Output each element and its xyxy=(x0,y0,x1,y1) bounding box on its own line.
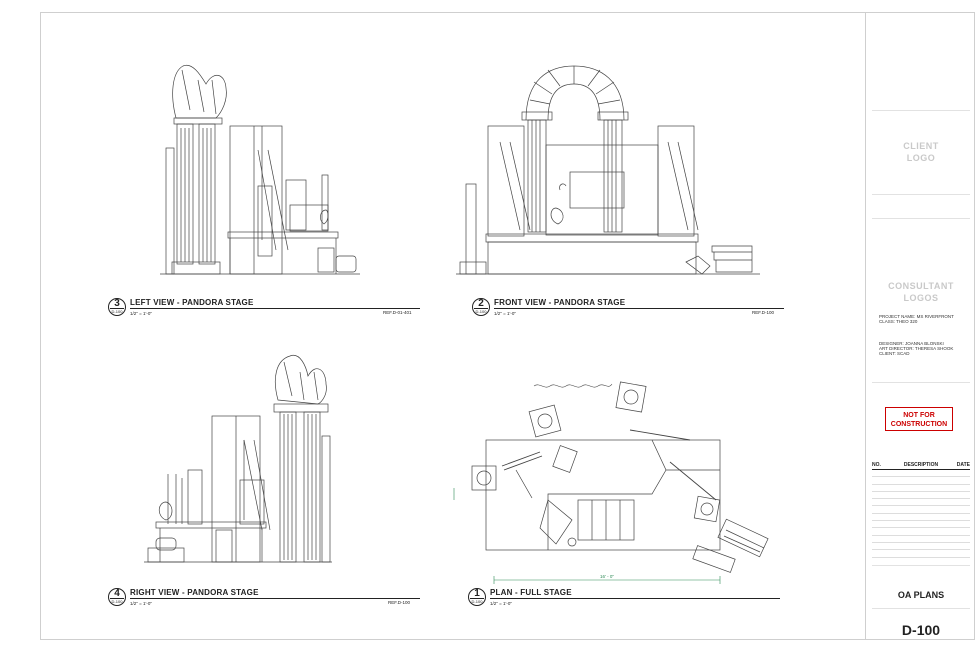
view-number: 2 xyxy=(478,298,484,309)
view-name: LEFT VIEW - PANDORA STAGE xyxy=(130,298,254,307)
plan-drawing xyxy=(453,381,769,584)
view-number-bubble: 4 D-100 xyxy=(108,588,126,606)
front-view-drawing xyxy=(456,65,760,275)
rev-col-description: DESCRIPTION xyxy=(903,462,939,468)
title-block: CLIENT LOGO CONSULTANT LOGOS PROJECT NAM… xyxy=(865,12,976,640)
consultant-logos: CONSULTANT LOGOS xyxy=(888,281,954,303)
revision-table: NO. DESCRIPTION DATE xyxy=(872,462,970,558)
view-number-bubble: 2 D-100 xyxy=(472,298,490,316)
view-scale: 1/2" = 1'-0" xyxy=(490,601,512,606)
sheet-number: D-100 xyxy=(901,622,941,638)
project-info: PROJECT NAME: MS RIVERFRONT CLASS: THEO … xyxy=(879,314,954,324)
view-number-bubble: 1 D-100 xyxy=(468,588,486,606)
view-scale: 1/2" = 1'-0" xyxy=(130,311,152,316)
view-ref-right: REF.D-100 xyxy=(388,600,411,605)
view-title-front: 2 D-100 FRONT VIEW - PANDORA STAGE 1/2" … xyxy=(472,298,784,316)
view-sheet-ref: D-100 xyxy=(475,309,487,314)
right-view-drawing xyxy=(144,354,332,563)
view-sheet-ref: D-100 xyxy=(111,309,123,314)
left-view-drawing xyxy=(160,64,360,275)
sheet-name: OA PLANS xyxy=(897,590,945,600)
drawing-area xyxy=(144,64,769,584)
view-sheet-ref: D-100 xyxy=(471,599,483,604)
view-title-left: 3 D-100 LEFT VIEW - PANDORA STAGE 1/2" =… xyxy=(108,298,420,316)
view-scale: 1/2" = 1'-0" xyxy=(130,601,152,606)
view-number: 1 xyxy=(474,588,480,599)
view-number: 3 xyxy=(114,298,120,309)
view-title-plan: 1 D-100 PLAN - FULL STAGE 1/2" = 1'-0" xyxy=(468,588,780,606)
credits-info: DESIGNER: JOANNA BLONSKI ART DIRECTOR: T… xyxy=(879,341,954,356)
view-title-right: 4 D-100 RIGHT VIEW - PANDORA STAGE 1/2" … xyxy=(108,588,420,606)
view-scale: 1/2" = 1'-0" xyxy=(494,311,516,316)
client-logo: CLIENT LOGO xyxy=(903,141,939,163)
view-name: PLAN - FULL STAGE xyxy=(490,588,572,597)
view-number-bubble: 3 D-100 xyxy=(108,298,126,316)
view-ref-left: REF.D-01-401 xyxy=(383,310,412,315)
view-number: 4 xyxy=(114,588,120,599)
not-for-construction-stamp: NOT FOR CONSTRUCTION xyxy=(885,407,953,431)
view-name: FRONT VIEW - PANDORA STAGE xyxy=(494,298,626,307)
view-sheet-ref: D-100 xyxy=(111,599,123,604)
view-ref-front: REF.D-100 xyxy=(752,310,775,315)
drawing-sheet-border xyxy=(40,12,975,640)
rev-col-no: NO. xyxy=(872,462,881,468)
rev-col-date: DATE xyxy=(956,462,970,468)
plan-dimension-label: 16' - 0" xyxy=(600,574,614,579)
view-name: RIGHT VIEW - PANDORA STAGE xyxy=(130,588,259,597)
